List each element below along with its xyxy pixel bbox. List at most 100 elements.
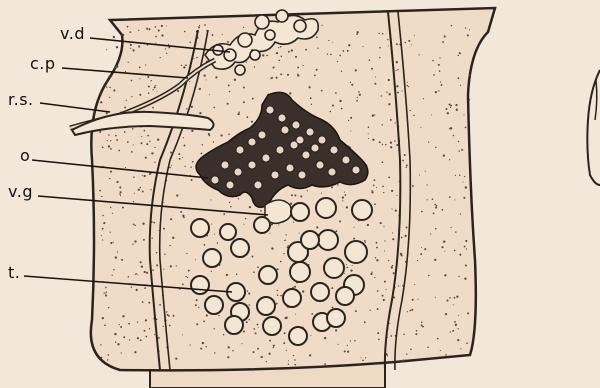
stipple-dot — [465, 186, 467, 188]
stipple-dot — [442, 209, 444, 211]
stipple-dot — [449, 297, 451, 299]
stipple-dot — [434, 204, 436, 206]
stipple-dot — [249, 206, 251, 208]
stipple-dot — [113, 269, 115, 271]
stipple-dot — [217, 242, 218, 243]
stipple-dot — [203, 321, 205, 323]
stipple-dot — [432, 60, 434, 62]
testis — [289, 327, 307, 345]
stipple-dot — [317, 48, 318, 49]
stipple-dot — [183, 137, 184, 138]
stipple-dot — [110, 207, 111, 208]
stipple-dot — [131, 96, 132, 97]
label-vd: v.d — [60, 26, 85, 42]
stipple-dot — [307, 190, 308, 191]
stipple-dot — [148, 28, 150, 30]
stipple-dot — [297, 74, 299, 76]
ovary-granule — [286, 164, 294, 172]
stipple-dot — [200, 348, 202, 350]
stipple-dot — [294, 359, 296, 361]
stipple-dot — [451, 25, 452, 26]
stipple-dot — [116, 139, 118, 141]
stipple-dot — [464, 246, 466, 248]
stipple-dot — [388, 260, 389, 261]
stipple-dot — [438, 90, 439, 91]
stipple-dot — [346, 264, 347, 265]
stipple-dot — [137, 337, 139, 339]
stipple-dot — [345, 194, 347, 196]
stipple-dot — [454, 250, 456, 252]
stipple-dot — [291, 194, 293, 196]
ovary-granule — [352, 166, 360, 174]
stipple-dot — [466, 248, 467, 249]
stipple-dot — [154, 147, 155, 148]
stipple-dot — [455, 175, 456, 176]
stipple-dot — [374, 83, 376, 85]
stipple-dot — [393, 272, 395, 274]
stipple-dot — [144, 287, 146, 289]
testis — [336, 287, 354, 305]
stipple-dot — [469, 29, 470, 30]
stipple-dot — [410, 110, 411, 111]
stipple-dot — [376, 259, 378, 261]
stipple-dot — [305, 49, 307, 51]
stipple-dot — [131, 151, 133, 153]
stipple-dot — [452, 330, 454, 332]
stipple-dot — [386, 355, 387, 356]
stipple-dot — [211, 224, 212, 225]
stipple-dot — [389, 323, 390, 324]
stipple-dot — [166, 25, 167, 26]
stipple-dot — [213, 107, 215, 109]
stipple-dot — [432, 198, 434, 200]
stipple-dot — [120, 195, 121, 196]
stipple-dot — [391, 361, 392, 362]
stipple-dot — [445, 313, 447, 315]
ovary-granule — [318, 136, 326, 144]
ovary-granule — [262, 154, 270, 162]
stipple-dot — [277, 295, 279, 297]
stipple-dot — [342, 196, 344, 198]
stipple-dot — [344, 192, 345, 193]
stipple-dot — [449, 128, 451, 130]
stipple-dot — [153, 89, 154, 90]
stipple-dot — [381, 124, 382, 125]
stipple-dot — [416, 330, 418, 332]
stipple-dot — [344, 350, 346, 352]
stipple-dot — [199, 25, 200, 26]
stipple-dot — [260, 210, 262, 212]
stipple-dot — [151, 80, 152, 81]
stipple-dot — [182, 157, 183, 158]
stipple-dot — [465, 27, 466, 28]
stipple-dot — [269, 340, 271, 342]
stipple-dot — [160, 57, 161, 58]
stipple-dot — [145, 157, 147, 159]
stipple-dot — [388, 103, 390, 105]
stipple-dot — [277, 290, 278, 291]
stipple-dot — [243, 27, 244, 28]
stipple-dot — [238, 111, 239, 112]
stipple-dot — [115, 341, 116, 342]
label-cp: c.p — [30, 56, 56, 72]
stipple-dot — [280, 46, 282, 48]
stipple-dot — [425, 171, 426, 172]
stipple-dot — [321, 193, 322, 194]
stipple-dot — [183, 66, 185, 68]
stipple-dot — [371, 272, 372, 273]
stipple-dot — [405, 235, 407, 237]
stipple-dot — [311, 313, 313, 315]
stipple-dot — [337, 61, 338, 62]
stipple-dot — [364, 321, 366, 323]
stipple-dot — [402, 360, 404, 362]
stipple-dot — [148, 85, 150, 87]
stipple-dot — [358, 91, 360, 93]
stipple-dot — [379, 47, 381, 49]
testis — [283, 289, 301, 307]
stipple-dot — [166, 53, 167, 54]
stipple-dot — [161, 25, 163, 27]
stipple-dot — [391, 190, 393, 192]
stipple-dot — [321, 90, 323, 92]
stipple-dot — [210, 199, 211, 200]
stipple-dot — [280, 261, 282, 263]
stipple-dot — [120, 191, 122, 193]
stipple-dot — [170, 151, 172, 153]
